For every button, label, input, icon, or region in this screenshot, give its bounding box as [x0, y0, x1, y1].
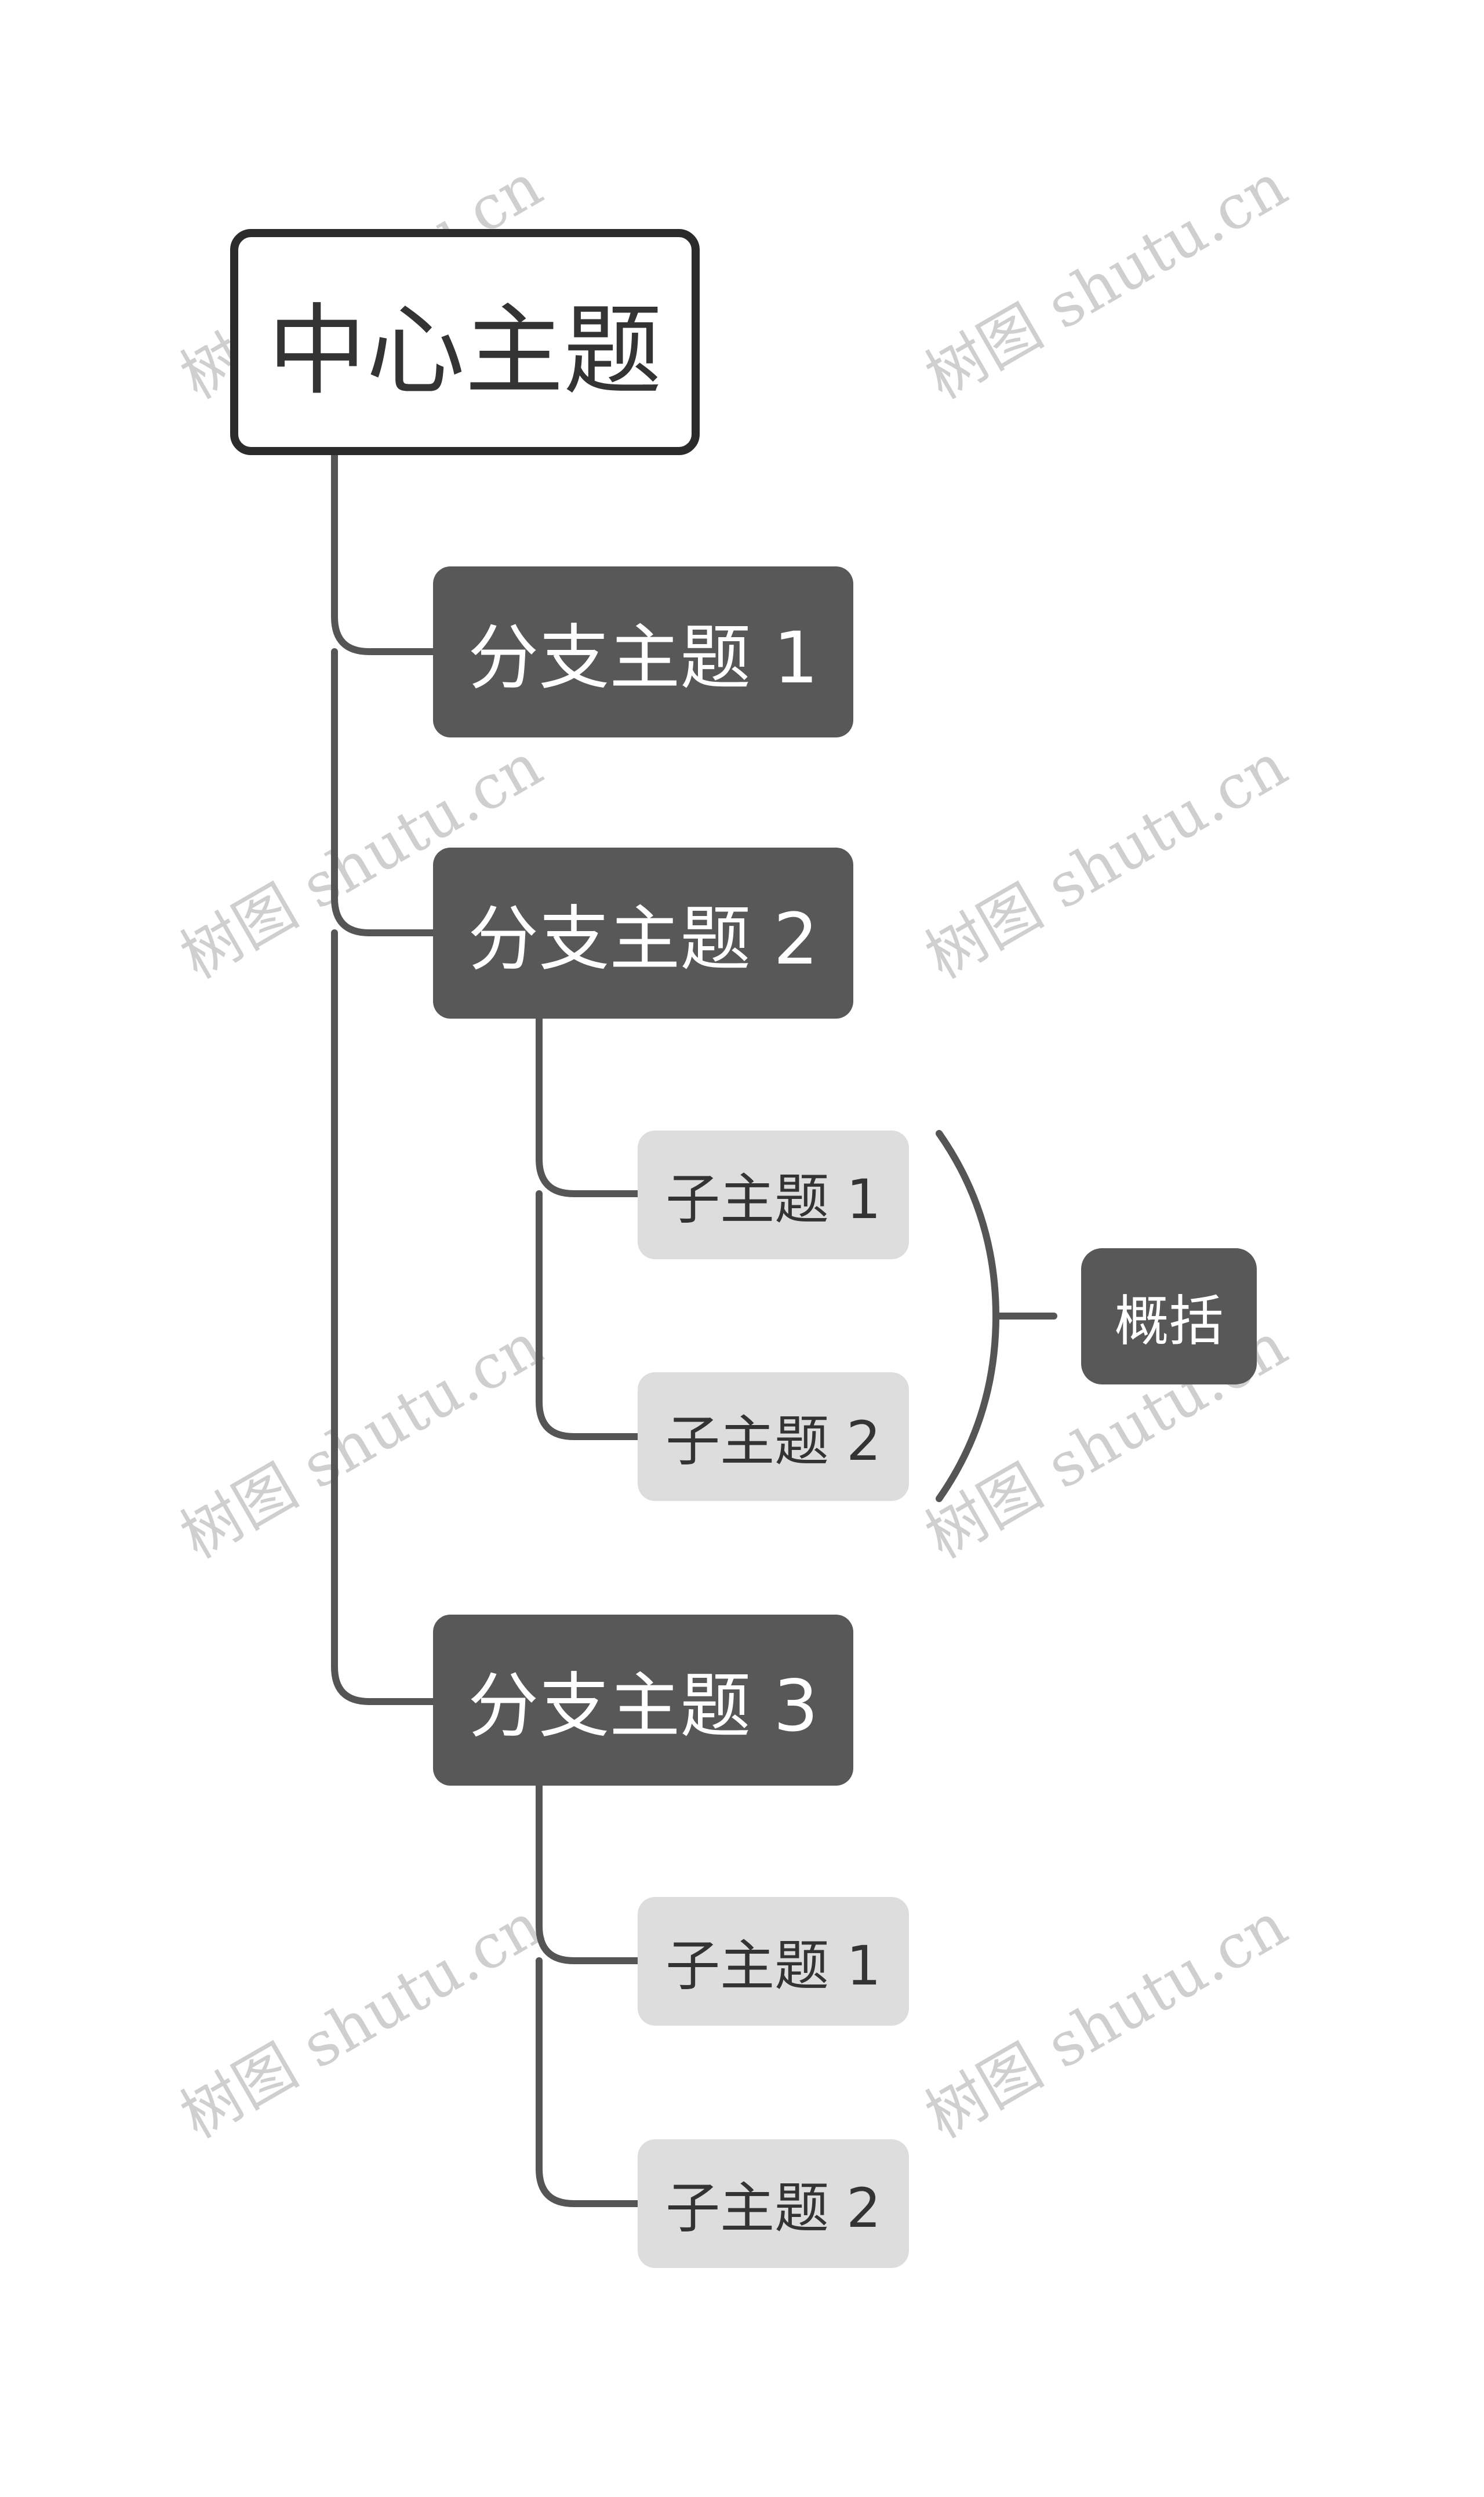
subtopic-3-1[interactable]: 子主题 1: [638, 1897, 909, 2026]
summary-label: 概括: [1114, 1289, 1224, 1353]
branch-topic-label: 分支主题 2: [468, 898, 819, 980]
branch-topic-1[interactable]: 分支主题 1: [433, 566, 853, 737]
subtopic-label: 子主题 1: [665, 1935, 881, 1998]
connector-branch-2-to-subtopic-1: [536, 1014, 643, 1197]
central-topic[interactable]: 中心主题: [230, 229, 700, 455]
connector-branch-3-to-subtopic-1: [536, 1782, 643, 1964]
subtopic-3-2[interactable]: 子主题 2: [638, 2139, 909, 2268]
subtopic-2-2[interactable]: 子主题 2: [638, 1372, 909, 1501]
subtopic-2-1[interactable]: 子主题 1: [638, 1131, 909, 1259]
branch-topic-label: 分支主题 1: [468, 617, 819, 699]
watermark: 树图 shutu.cn: [169, 1889, 554, 2151]
watermark: 树图 shutu.cn: [914, 1889, 1298, 2151]
subtopic-label: 子主题 1: [665, 1168, 881, 1231]
connector-central-to-branch-2: [331, 648, 438, 936]
summary-topic[interactable]: 概括: [1081, 1248, 1257, 1384]
summary-bracket: [936, 1130, 1000, 1502]
watermark: 树图 shutu.cn: [914, 729, 1298, 992]
connector-central-to-branch-3: [331, 929, 438, 1705]
branch-topic-2[interactable]: 分支主题 2: [433, 848, 853, 1019]
connector-central-to-branch-1: [331, 452, 438, 655]
connector-branch-2-to-subtopic-2: [536, 1190, 643, 1440]
watermark: 树图 shutu.cn: [169, 1309, 554, 1572]
watermark: 树图 shutu.cn: [914, 150, 1298, 412]
subtopic-label: 子主题 2: [665, 2177, 881, 2240]
branch-topic-3[interactable]: 分支主题 3: [433, 1615, 853, 1786]
connector-branch-3-to-subtopic-2: [536, 1957, 643, 2207]
branch-topic-label: 分支主题 3: [468, 1665, 819, 1747]
central-topic-label: 中心主题: [267, 294, 662, 409]
subtopic-label: 子主题 2: [665, 1410, 881, 1473]
